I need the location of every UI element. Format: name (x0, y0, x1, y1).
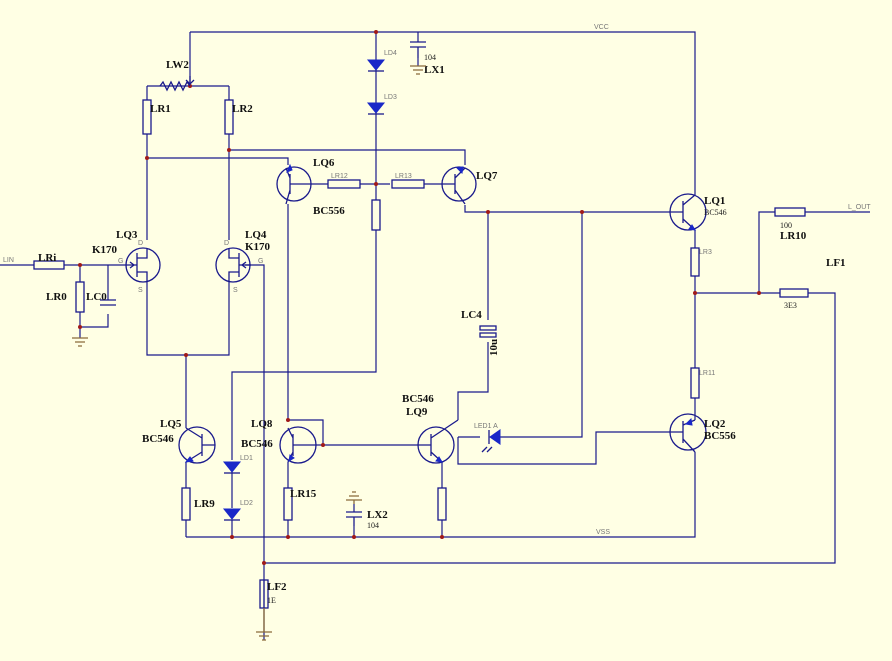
resistor-lr15: LR15 (283, 487, 317, 521)
resistor-lf1: 3E3 LF1 (779, 257, 846, 310)
svg-text:BC546: BC546 (142, 433, 174, 445)
svg-text:LD4: LD4 (384, 50, 397, 57)
svg-text:LQ9: LQ9 (406, 406, 428, 418)
svg-text:LR0: LR0 (46, 291, 67, 303)
svg-text:BC546: BC546 (402, 393, 434, 405)
svg-text:VCC: VCC (594, 24, 609, 31)
svg-text:3E3: 3E3 (784, 301, 797, 310)
svg-text:LQ5: LQ5 (160, 418, 182, 430)
diode-ld4: LD4 (366, 50, 397, 72)
svg-text:LQ6: LQ6 (313, 157, 335, 169)
resistor-lw2: LW2 (159, 59, 195, 92)
svg-text:100: 100 (780, 221, 792, 230)
svg-text:LIN: LIN (3, 257, 14, 264)
svg-text:LRi: LRi (38, 252, 56, 264)
svg-text:LD2: LD2 (240, 500, 253, 507)
svg-text:LQ3: LQ3 (116, 229, 138, 241)
jfet-lq3: LQ3 K170 D G S (92, 229, 161, 294)
svg-text:LR11: LR11 (699, 370, 715, 377)
bjt-lq2: LQ2 BC556 (669, 413, 736, 453)
svg-text:10u: 10u (488, 339, 500, 356)
svg-text:BC556: BC556 (313, 205, 345, 217)
wires (0, 31, 870, 640)
svg-text:L_OUT: L_OUT (848, 204, 871, 211)
bjt-lq1: LQ1 BC546 (665, 193, 727, 231)
svg-text:LW2: LW2 (166, 59, 189, 71)
svg-text:LD3: LD3 (384, 94, 397, 101)
resistor-lr10: 100 LR10 (774, 207, 807, 242)
svg-text:LQ2: LQ2 (704, 418, 726, 430)
resistor-lr11: LR11 (690, 367, 715, 399)
led-led1: LED1 A (474, 423, 501, 453)
svg-text:LC4: LC4 (461, 309, 482, 321)
resistor-lr12: LR12 (327, 173, 361, 189)
svg-text:K170: K170 (92, 244, 118, 256)
resistor-lr3: LR3 (690, 247, 712, 277)
bjt-lq8: LQ8 BC546 (241, 418, 317, 464)
resistor-lr9: LR9 (181, 487, 215, 521)
svg-text:BC556: BC556 (704, 430, 736, 442)
svg-text:LR3: LR3 (699, 249, 712, 256)
svg-text:LC0: LC0 (86, 291, 107, 303)
diode-ld2: LD2 (222, 500, 253, 521)
svg-text:VSS: VSS (596, 529, 610, 536)
svg-text:104: 104 (424, 53, 436, 62)
svg-text:LR2: LR2 (232, 103, 253, 115)
svg-text:D: D (224, 240, 229, 247)
svg-text:LED1 A: LED1 A (474, 423, 498, 430)
svg-text:S: S (138, 287, 143, 294)
net-labels: VCC VSS LIN L_OUT (3, 24, 871, 536)
capacitor-lx2: LX2 104 (346, 509, 388, 530)
diode-ld1: LD1 (222, 455, 253, 474)
svg-text:LQ7: LQ7 (476, 170, 498, 182)
svg-text:LX1: LX1 (424, 64, 445, 76)
resistor-lri: LRi (33, 252, 65, 270)
svg-text:LR1: LR1 (150, 103, 171, 115)
svg-text:BC546: BC546 (241, 438, 273, 450)
jfet-lq4: LQ4 K170 D G S (215, 229, 271, 294)
svg-text:1E: 1E (267, 596, 276, 605)
svg-text:D: D (138, 240, 143, 247)
svg-text:S: S (233, 287, 238, 294)
capacitor-lc0: LC0 (86, 291, 116, 306)
svg-text:104: 104 (367, 521, 379, 530)
svg-text:LX2: LX2 (367, 509, 388, 521)
resistor-lr0: LR0 (46, 281, 85, 313)
bjt-lq7: LQ7 (440, 166, 498, 205)
svg-text:LF2: LF2 (267, 581, 287, 593)
junction-dots (78, 30, 761, 565)
svg-text:G: G (118, 258, 123, 265)
svg-text:LQ8: LQ8 (251, 418, 273, 430)
svg-text:LQ1: LQ1 (704, 195, 725, 207)
ground-symbols (72, 65, 426, 641)
resistor-lr1: LR1 (142, 99, 171, 135)
svg-text:K170: K170 (245, 241, 271, 253)
resistor-lq9-emitter (437, 487, 447, 521)
diode-ld3: LD3 (366, 94, 397, 115)
svg-text:LF1: LF1 (826, 257, 846, 269)
svg-text:LD1: LD1 (240, 455, 253, 462)
svg-text:LQ4: LQ4 (245, 229, 267, 241)
svg-text:G: G (258, 258, 263, 265)
bjt-lq6: LQ6 BC556 (276, 157, 345, 217)
bjt-lq9: BC546 LQ9 (402, 393, 459, 464)
svg-text:LR9: LR9 (194, 498, 215, 510)
svg-text:BC546: BC546 (704, 208, 727, 217)
svg-text:LR13: LR13 (395, 173, 412, 180)
capacitor-lc4: LC4 10u (461, 309, 500, 356)
svg-text:LR10: LR10 (780, 230, 807, 242)
capacitor-lx1: 104 LX1 (410, 41, 445, 76)
resistor-lr-vertical (371, 199, 381, 231)
resistor-lr13: LR13 (391, 173, 425, 189)
svg-text:LR12: LR12 (331, 173, 348, 180)
bjt-lq5: LQ5 BC546 (142, 418, 216, 464)
svg-text:LR15: LR15 (290, 488, 317, 500)
resistor-lr2: LR2 (224, 99, 253, 135)
